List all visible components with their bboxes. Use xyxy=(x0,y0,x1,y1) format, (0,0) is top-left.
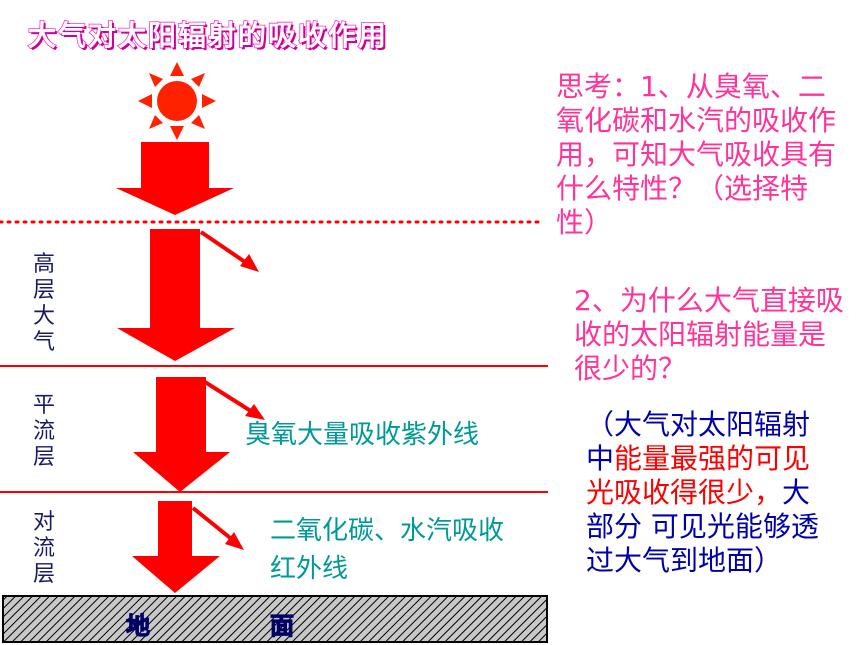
question-1: 思考：1、从臭氧、二氧化碳和水汽的吸收作用，可知大气吸收具有什么特性？（选择特性… xyxy=(556,70,837,239)
incoming-radiation-arrow-space xyxy=(116,142,234,215)
answer-2: （大气对太阳辐射中能量最强的可见光吸收得很少，大部分 可见光能够透过大气到地面） xyxy=(586,408,836,578)
layer-label-upper-atmosphere: 高层大气 xyxy=(32,252,55,355)
ground-label-left: 地 xyxy=(126,612,151,641)
layer-label-troposphere: 对流层 xyxy=(32,510,55,587)
incoming-radiation-arrow-troposphere xyxy=(132,501,220,593)
sun-icon xyxy=(138,62,216,140)
ground-label-right: 面 xyxy=(270,612,295,641)
answer-2-part2: 大部分 可见光能够透过大气到地面） xyxy=(586,476,819,577)
absorption-arrow-ozone xyxy=(203,380,265,420)
incoming-radiation-arrow-stratosphere xyxy=(133,377,230,492)
answer-2-highlight: 能量最强的可见光吸收得很少， xyxy=(586,442,811,509)
ozone-absorption-label: 臭氧大量吸收紫外线 xyxy=(245,420,480,450)
co2-absorption-label-line1: 二氧化碳、水汽吸收 xyxy=(270,516,505,546)
absorption-arrow-upper xyxy=(199,230,259,272)
absorption-arrow-co2 xyxy=(191,506,244,550)
page-title: 大气对太阳辐射的吸收作用 xyxy=(27,18,389,53)
question-2: 2、为什么大气直接吸收的太阳辐射能量是很少的？ xyxy=(574,284,844,385)
ground-bar xyxy=(2,595,548,643)
incoming-radiation-arrow-upper xyxy=(117,229,235,361)
layer-label-stratosphere: 平流层 xyxy=(32,393,55,470)
co2-absorption-label-line2: 红外线 xyxy=(270,554,349,584)
answer-2-part1: （大气对太阳辐射中 xyxy=(586,408,811,475)
